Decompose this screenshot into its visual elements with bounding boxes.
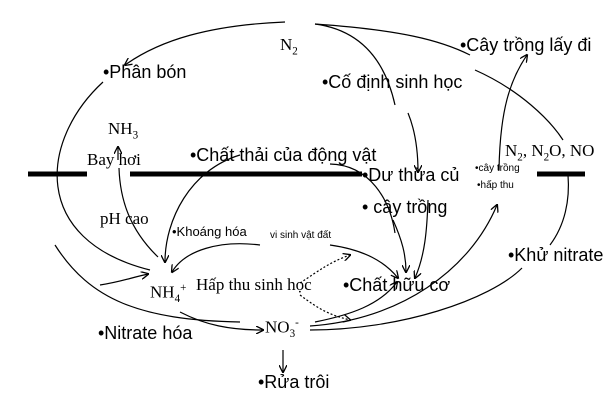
label-n2: N2 <box>280 36 298 57</box>
no3-subscript: 3 <box>289 328 296 341</box>
arrow-chat-thai-to-nh4 <box>165 154 241 262</box>
label-no3: NO3- <box>265 317 299 341</box>
label-nh3: NH3 <box>108 120 138 141</box>
arrow-outer-left-to-nh4 <box>99 274 148 286</box>
label-hap-thu-sinh-hoc: Hấp thu sinh học <box>196 275 312 294</box>
arrow-nh4-to-no3 <box>179 311 263 330</box>
arrow-n2-to-phan-bon <box>125 21 286 65</box>
arrow-to-cay-trong-lay-di <box>498 55 527 171</box>
arrow-n2-to-du-thua <box>314 23 396 106</box>
arrow-vi-sinh-to-chat-huu-co <box>329 244 398 278</box>
label-phan-bon: •Phân bón <box>103 62 187 82</box>
arrow-cay-trong-to-chat-huu-co-2 <box>415 199 429 278</box>
label-cay-trong-small: •cây trồng <box>475 163 520 174</box>
nh3-subscript: 3 <box>132 129 139 142</box>
label-khu-nitrate: •Khử nitrate <box>508 245 604 265</box>
gases-sub1: 2 <box>517 151 523 164</box>
label-nh4: NH4+ <box>150 282 187 306</box>
n2-text: N <box>280 35 293 54</box>
no3-superscript: - <box>295 317 299 329</box>
arrow-khoang-hoa-to-nh4 <box>172 243 261 272</box>
nh4-subscript: 4 <box>174 293 181 306</box>
label-cay-trong-lay-di: •Cây trồng lấy đi <box>460 35 592 55</box>
label-gases: N2, N2O, NO <box>505 142 594 163</box>
arrow-cay-trong-to-chat-huu-co-1 <box>392 219 406 272</box>
label-chat-huu-co: •Chất hữu cơ <box>343 275 451 295</box>
arrow-no3-to-hap-thu <box>309 205 497 327</box>
label-vi-sinh-vat-dat: vi sinh vật đất <box>270 230 332 241</box>
arrow-khu-nitrate-up <box>549 174 570 246</box>
arrow-hap-thu-dotted-up <box>299 255 350 284</box>
n2-subscript: 2 <box>292 45 298 58</box>
no3-text: NO <box>265 317 290 337</box>
arrow-outer-to-no3 <box>54 244 241 323</box>
label-nitrate-hoa: •Nitrate hóa <box>98 323 193 343</box>
gases-mid: , N <box>522 141 544 160</box>
label-chat-thai-dong-vat: •Chất thải của động vật <box>190 145 377 165</box>
label-du-thua-cu: •Dư thừa củ <box>362 165 460 185</box>
arrow-no3-to-khu-nitrate <box>309 267 523 331</box>
arrow-chat-thai-to-chat-huu-co <box>329 163 396 234</box>
label-bay-hoi: Bay hơi <box>87 150 141 169</box>
label-ph-cao: pH cao <box>100 209 149 228</box>
arrow-phan-bon-to-nh4 <box>56 81 151 271</box>
arrow-no3-to-chat-huu-co <box>314 282 397 323</box>
arrow-co-dinh-to-du-thua <box>407 112 418 172</box>
label-cay-trong: • cây trồng <box>362 197 448 217</box>
nh3-text: NH <box>108 119 133 138</box>
gases-n: N <box>505 141 518 160</box>
gases-sub2: 2 <box>543 151 550 164</box>
nh4-superscript: + <box>180 282 187 294</box>
label-co-dinh-sinh-hoc: •Cố định sinh học <box>322 72 463 92</box>
label-rua-troi: •Rửa trôi <box>258 372 330 392</box>
gases-end: O, NO <box>549 141 595 160</box>
label-khoang-hoa: •Khoáng hóa <box>172 224 247 239</box>
arrow-hap-thu-dotted-down <box>299 294 350 320</box>
nh4-text: NH <box>150 282 175 302</box>
arrow-n2-to-gases <box>314 23 564 141</box>
label-hap-thu-small: •hấp thu <box>477 180 514 191</box>
arrow-nh4-to-bay-hoi <box>118 167 159 258</box>
